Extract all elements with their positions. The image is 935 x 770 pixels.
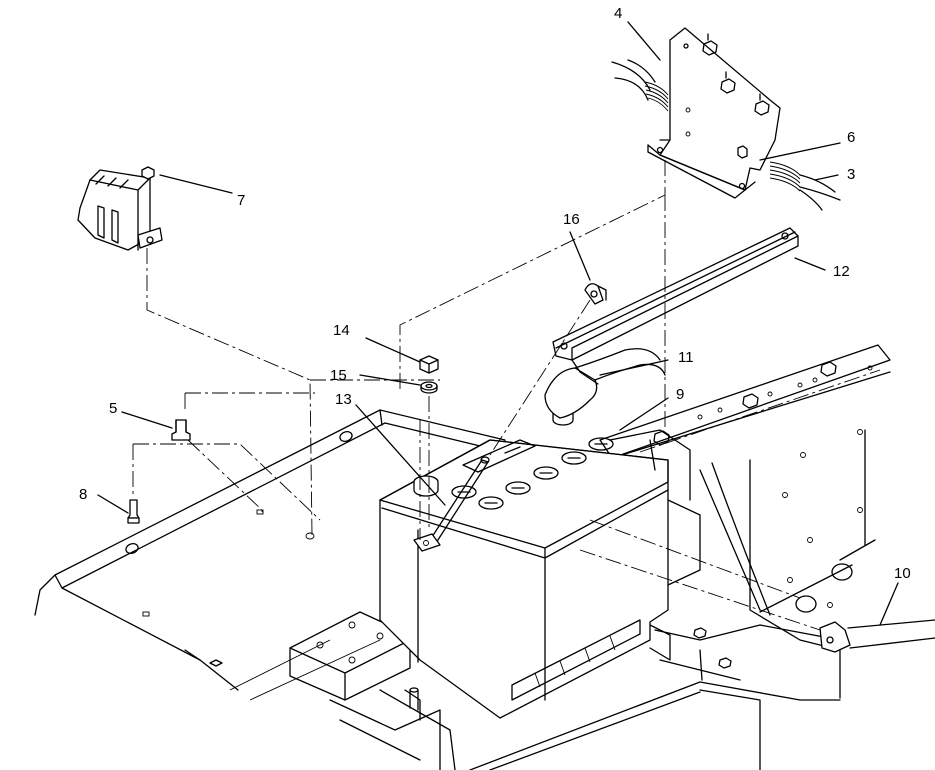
callout-4: 4 — [614, 5, 622, 22]
callout-9: 9 — [676, 386, 684, 403]
callout-10: 10 — [894, 565, 911, 582]
callout-14: 14 — [333, 322, 350, 339]
callout-16: 16 — [563, 211, 580, 228]
fasteners — [127, 355, 439, 524]
callout-5: 5 — [109, 400, 117, 417]
hold-down-rod — [413, 456, 490, 552]
callout-13: 13 — [335, 391, 352, 408]
assembly-center-lines — [132, 160, 821, 631]
lower-bracket — [289, 611, 456, 770]
battery-hold-down-bar — [552, 227, 799, 373]
callout-11: 11 — [678, 349, 694, 366]
ground-cable — [819, 619, 935, 653]
battery — [379, 406, 701, 719]
callout-8: 8 — [79, 486, 87, 503]
battery-cable-boot — [544, 348, 666, 419]
leader-lines — [97, 21, 899, 626]
chassis-frame — [469, 344, 891, 770]
callout-6: 6 — [847, 129, 855, 146]
cable-clamp — [584, 283, 607, 305]
solenoid-bracket — [611, 27, 841, 211]
callout-12: 12 — [833, 263, 850, 280]
fuse-block — [77, 166, 163, 251]
callout-7: 7 — [237, 192, 245, 209]
callout-15: 15 — [330, 367, 347, 384]
callout-3: 3 — [847, 166, 855, 183]
